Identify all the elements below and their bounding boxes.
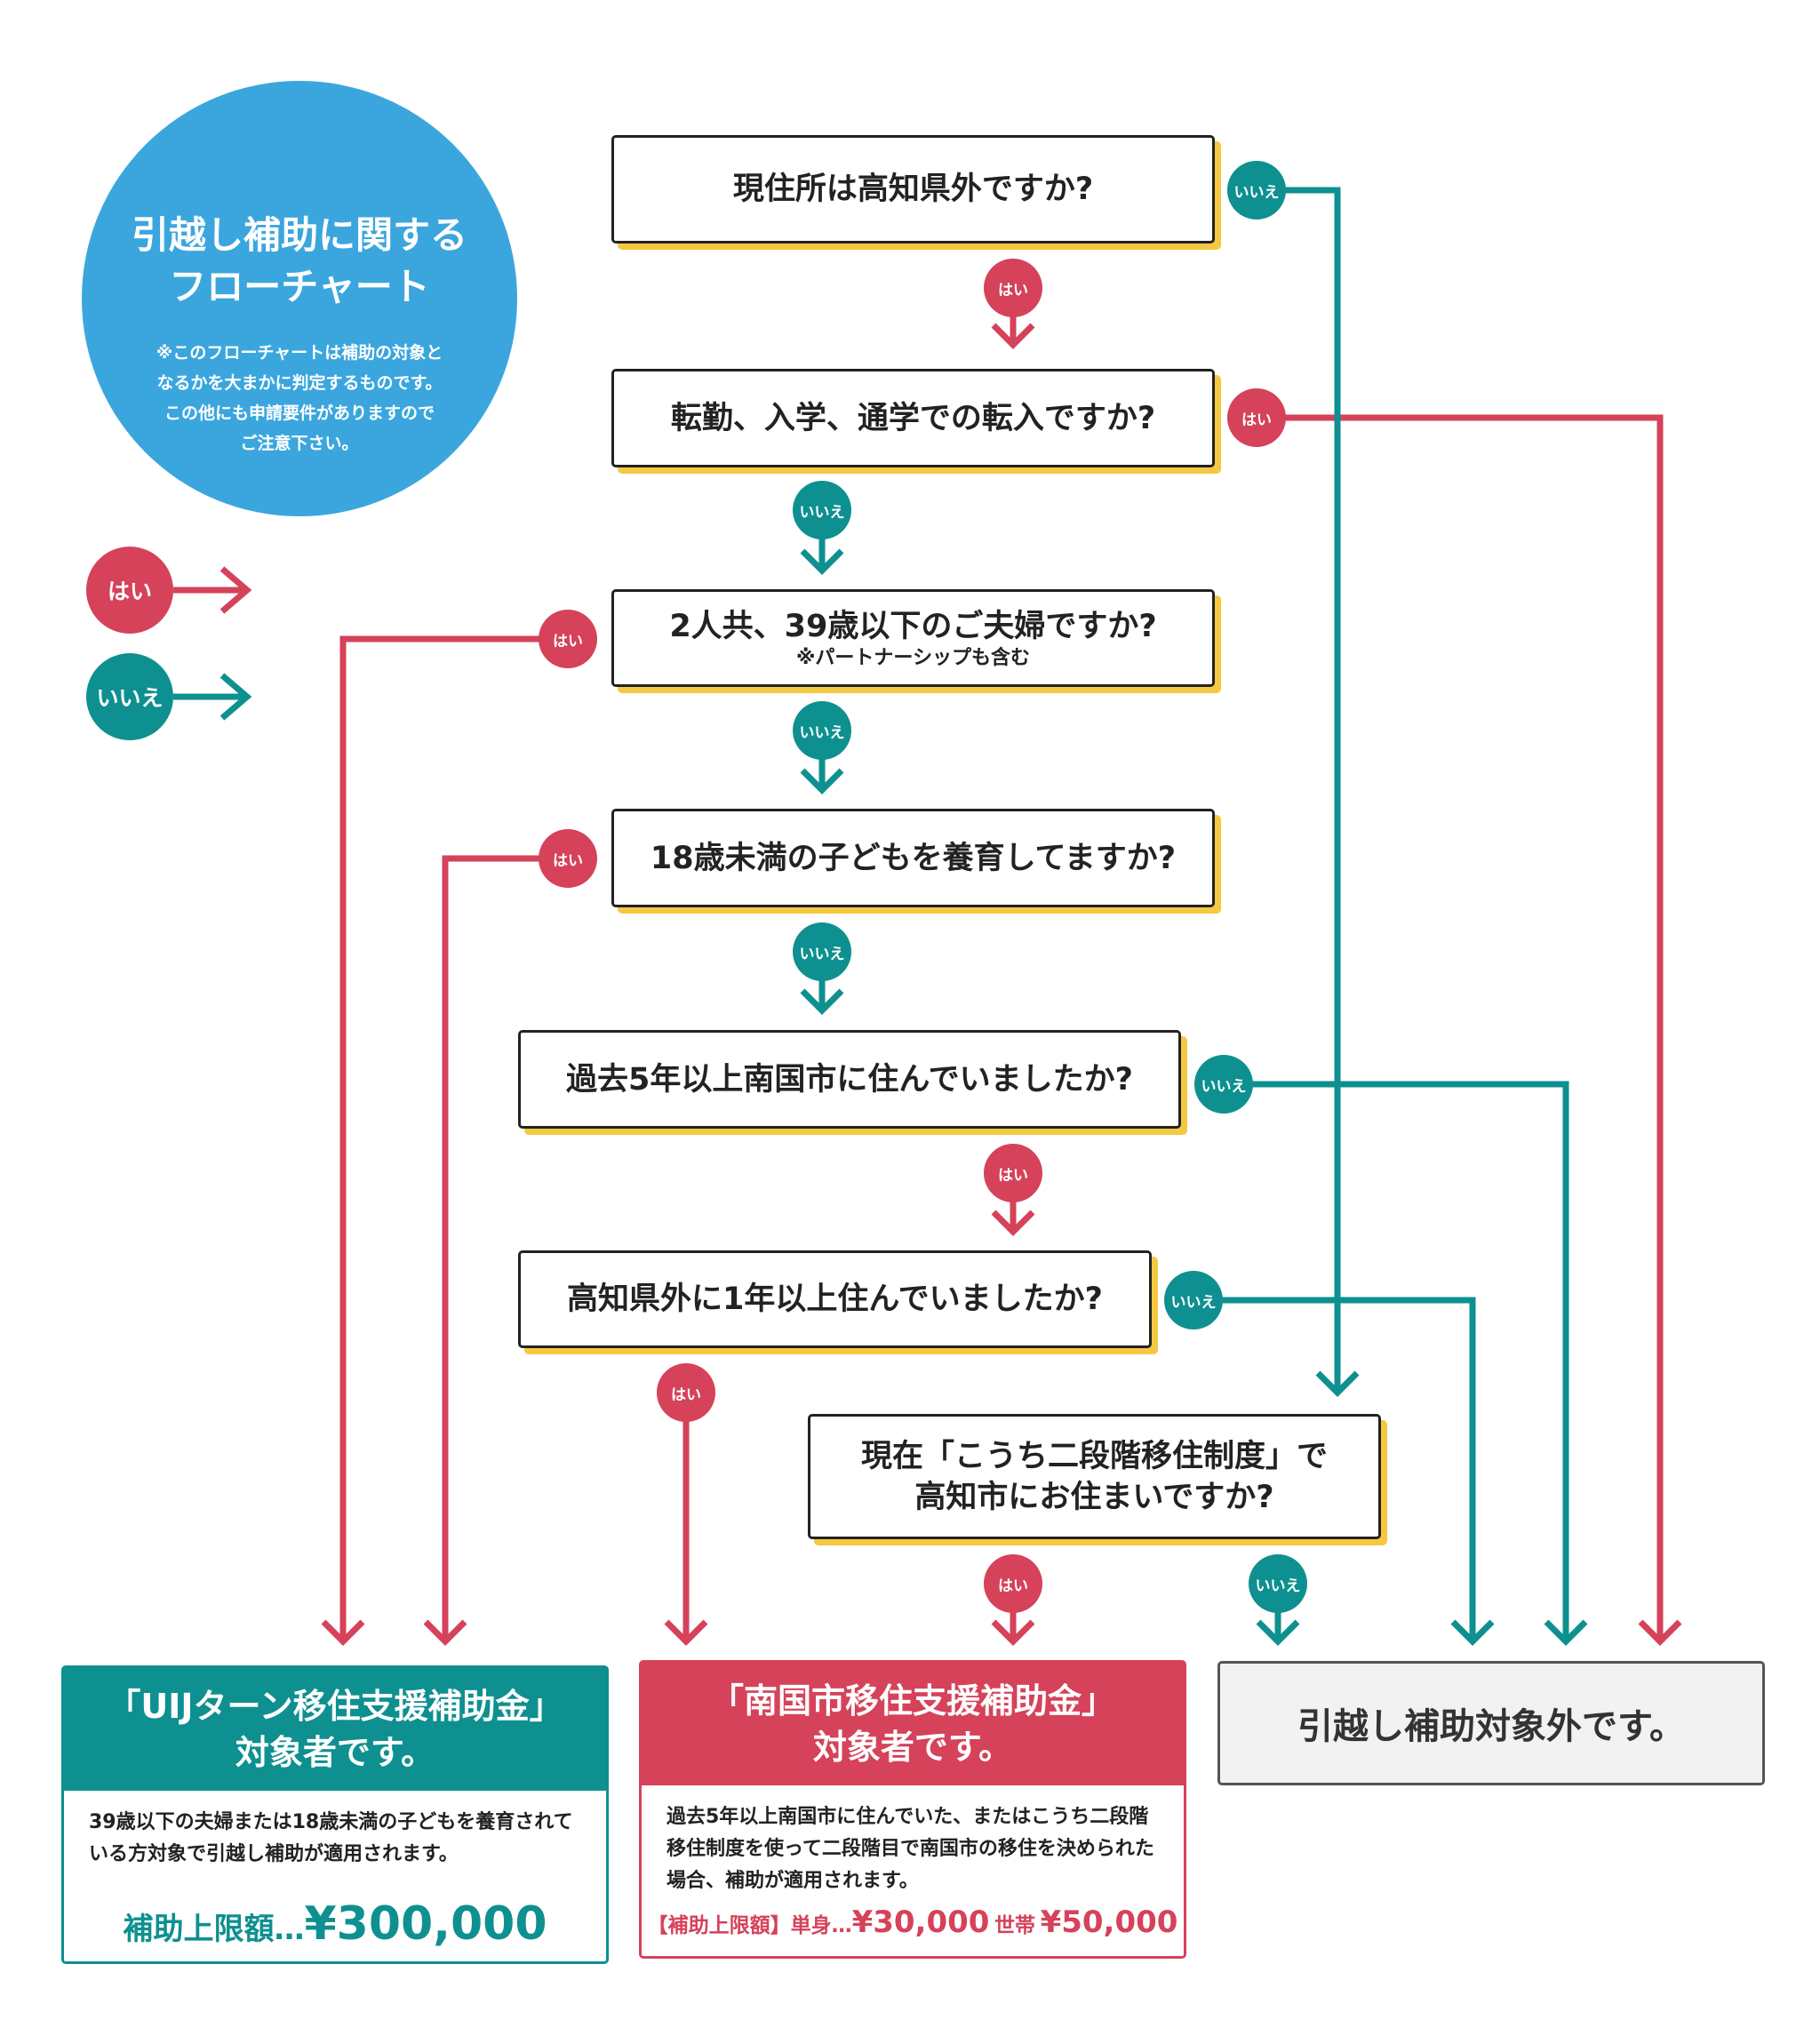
amount-single: ¥30,000 xyxy=(851,1904,990,1940)
q5-yes-badge: はい xyxy=(984,1144,1042,1202)
question-4: 18歳未満の子どもを養育してますか? xyxy=(611,809,1215,907)
q2-yes-connector xyxy=(1257,414,1682,1646)
q2-no-badge: いいえ xyxy=(793,481,851,539)
question-text: 高知県外に1年以上住んでいましたか? xyxy=(567,1281,1103,1317)
result-title: 「南国市移住支援補助金」 対象者です。 xyxy=(642,1663,1184,1785)
question-text: 現在「こうち二段階移住制度」で xyxy=(860,1438,1328,1474)
result-description: 39歳以下の夫婦または18歳未満の子どもを養育されている方対象で引越し補助が適用… xyxy=(89,1811,573,1865)
result-uij-subsidy: 「UIJターン移住支援補助金」 対象者です。 39歳以下の夫婦または18歳未満の… xyxy=(61,1665,609,1964)
q5-no-badge: いいえ xyxy=(1194,1055,1253,1114)
question-text: 転勤、入学、通学での転入ですか? xyxy=(670,400,1156,436)
q1-no-badge: いいえ xyxy=(1227,161,1286,220)
q3-yes-badge: はい xyxy=(539,610,597,668)
q6-no-badge: いいえ xyxy=(1164,1271,1223,1329)
q7-yes-badge: はい xyxy=(984,1554,1042,1613)
q6-yes-badge: はい xyxy=(657,1363,715,1422)
q2-yes-badge: はい xyxy=(1227,388,1286,447)
q3-yes-connector xyxy=(321,635,568,1646)
legend-yes-badge: はい xyxy=(86,547,173,634)
question-1: 現住所は高知県外ですか? xyxy=(611,135,1215,244)
question-text: 2人共、39歳以下のご夫婦ですか? xyxy=(669,609,1157,644)
legend-yes-arrow xyxy=(173,566,252,614)
household-label: 世帯 xyxy=(994,1914,1035,1937)
q3-no-badge: いいえ xyxy=(793,701,851,760)
question-6: 高知県外に1年以上住んでいましたか? xyxy=(518,1250,1152,1348)
question-2: 転勤、入学、通学での転入ですか? xyxy=(611,369,1215,467)
question-5: 過去5年以上南国市に住んでいましたか? xyxy=(518,1030,1181,1129)
amount-label: 【補助上限額】単身… xyxy=(647,1914,852,1937)
q4-yes-badge: はい xyxy=(539,829,597,888)
result-title: 「UIJターン移住支援補助金」 対象者です。 xyxy=(64,1668,606,1791)
q4-yes-connector xyxy=(423,855,568,1646)
amount-household: ¥50,000 xyxy=(1040,1904,1178,1940)
legend-no-badge: いいえ xyxy=(86,653,173,740)
question-text: 18歳未満の子どもを養育してますか? xyxy=(650,840,1177,876)
amount-value: ¥300,000 xyxy=(304,1897,547,1951)
result-nankoku-subsidy: 「南国市移住支援補助金」 対象者です。 過去5年以上南国市に住んでいた、またはこ… xyxy=(639,1660,1186,1959)
result-amount: 【補助上限額】単身…¥30,000 世帯 ¥50,000 xyxy=(642,1904,1184,1940)
question-text: 過去5年以上南国市に住んでいましたか? xyxy=(566,1061,1133,1098)
result-amount: 補助上限額…¥300,000 xyxy=(64,1897,606,1951)
result-title: 引越し補助対象外です。 xyxy=(1297,1706,1685,1747)
result-description: 過去5年以上南国市に住んでいた、またはこうち二段階移住制度を使って二段階目で南国… xyxy=(667,1806,1154,1892)
amount-label: 補助上限額… xyxy=(123,1912,305,1947)
q7-no-badge: いいえ xyxy=(1249,1554,1307,1613)
q6-yes-connector xyxy=(664,1393,708,1646)
question-text-line2: 高知市にお住まいですか? xyxy=(914,1479,1274,1515)
q1-yes-badge: はい xyxy=(984,259,1042,317)
title-circle: 引越し補助に関する フローチャート ※このフローチャートは補助の対象と なるかを… xyxy=(82,81,517,516)
result-not-eligible: 引越し補助対象外です。 xyxy=(1217,1661,1765,1785)
q5-no-connector xyxy=(1224,1081,1588,1646)
title-heading: 引越し補助に関する フローチャート xyxy=(131,213,467,308)
title-note: ※このフローチャートは補助の対象と なるかを大まかに判定するものです。 この他に… xyxy=(156,343,443,453)
q1-no-connector xyxy=(1257,187,1360,1397)
q6-no-connector xyxy=(1193,1297,1495,1646)
question-3: 2人共、39歳以下のご夫婦ですか? ※パートナーシップも含む xyxy=(611,589,1215,687)
legend-no-arrow xyxy=(173,673,252,721)
question-subnote: ※パートナーシップも含む xyxy=(796,647,1030,669)
question-7: 現在「こうち二段階移住制度」で高知市にお住まいですか? xyxy=(808,1414,1381,1539)
question-text: 現住所は高知県外ですか? xyxy=(732,172,1094,207)
q4-no-badge: いいえ xyxy=(793,922,851,981)
